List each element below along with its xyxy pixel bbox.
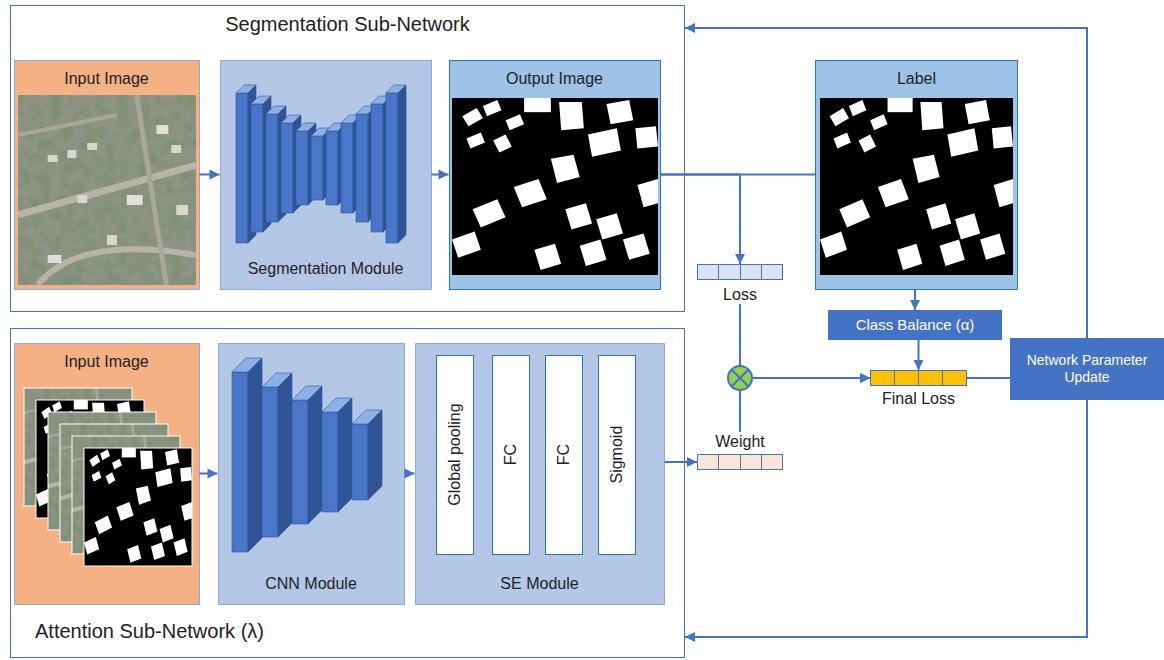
arrow-head bbox=[860, 373, 870, 383]
multiply-symbol bbox=[728, 366, 752, 390]
arrow-head bbox=[735, 254, 745, 264]
connector-arrow bbox=[910, 290, 920, 310]
vector-cells bbox=[697, 264, 783, 280]
arrow-head bbox=[860, 373, 870, 383]
vector-cell bbox=[871, 371, 894, 385]
arrow-head bbox=[914, 360, 924, 370]
image-box: Label bbox=[815, 60, 1018, 290]
connector-line bbox=[685, 28, 1087, 338]
panel-title: Segmentation Sub-Network bbox=[225, 12, 470, 36]
connector-arrow bbox=[685, 400, 1087, 642]
vector-cell bbox=[918, 371, 942, 385]
vector-cell bbox=[942, 371, 966, 385]
connector-arrow bbox=[740, 373, 870, 432]
arrow-head bbox=[910, 300, 920, 310]
image-box: Input Image bbox=[14, 343, 200, 605]
weight-vector: Weight bbox=[697, 432, 783, 470]
vector-cell bbox=[718, 265, 739, 279]
vector-cell bbox=[761, 265, 782, 279]
box-label: Label bbox=[897, 69, 936, 88]
vector-cell bbox=[698, 265, 718, 279]
image-box: Input Image bbox=[14, 60, 200, 290]
box-label: Loss bbox=[723, 285, 757, 304]
process-box: Network Parameter Update bbox=[1010, 338, 1164, 400]
arrow-head bbox=[687, 457, 697, 467]
box-label: Network Parameter Update bbox=[1021, 352, 1153, 386]
vector-cell bbox=[761, 455, 782, 469]
loss-vector: Loss bbox=[697, 264, 783, 304]
layer-box: Sigmoid bbox=[598, 355, 636, 555]
box-label: SE Module bbox=[500, 574, 578, 593]
layer-box: FC bbox=[492, 355, 530, 555]
image-box: Output Image bbox=[449, 60, 661, 290]
connector-arrow bbox=[685, 23, 1087, 338]
panel: Attention Sub-Network (λ) Input ImageCNN … bbox=[10, 328, 685, 658]
box-label: Output Image bbox=[506, 69, 603, 88]
arrow-head bbox=[685, 23, 695, 33]
vector-cells bbox=[870, 370, 967, 386]
connector-line bbox=[918, 340, 920, 370]
connector-arrow bbox=[914, 340, 924, 370]
box-label: Final Loss bbox=[882, 389, 955, 408]
vector-cells bbox=[697, 454, 783, 470]
box-label: Input Image bbox=[64, 352, 149, 371]
box-label: Weight bbox=[715, 432, 765, 451]
layer-label: Sigmoid bbox=[607, 426, 626, 484]
layer-label: FC bbox=[501, 444, 520, 465]
arrow-head bbox=[685, 632, 695, 642]
panel-title: Attention Sub-Network (λ) bbox=[35, 619, 264, 643]
vector-cell bbox=[894, 371, 918, 385]
connector-line bbox=[914, 290, 916, 310]
loss-vector: Final Loss bbox=[870, 370, 967, 408]
module-box: SE Module Global pooling FC FC Sigmoid bbox=[415, 343, 665, 605]
vector-cell bbox=[740, 265, 761, 279]
panel: Segmentation Sub-NetworkInput ImageSegme… bbox=[10, 5, 685, 312]
connector-line bbox=[685, 400, 1087, 637]
process-box: Class Balance (α) bbox=[828, 310, 1002, 340]
vector-cell bbox=[718, 455, 739, 469]
connector-arrow bbox=[967, 378, 1010, 379]
vector-cell bbox=[740, 455, 761, 469]
module-box: Segmentation Module bbox=[220, 60, 432, 290]
box-label: CNN Module bbox=[265, 574, 357, 593]
layer-box: Global pooling bbox=[436, 355, 474, 555]
module-box: CNN Module bbox=[218, 343, 405, 605]
box-label: Class Balance (α) bbox=[856, 316, 975, 334]
connector-line bbox=[740, 378, 870, 432]
box-label: Segmentation Module bbox=[248, 259, 404, 278]
layer-label: FC bbox=[554, 444, 573, 465]
layer-label: Global pooling bbox=[445, 403, 464, 505]
box-label: Input Image bbox=[64, 69, 149, 88]
layer-box: FC bbox=[545, 355, 583, 555]
connector-line bbox=[967, 377, 1010, 379]
vector-cell bbox=[698, 455, 718, 469]
